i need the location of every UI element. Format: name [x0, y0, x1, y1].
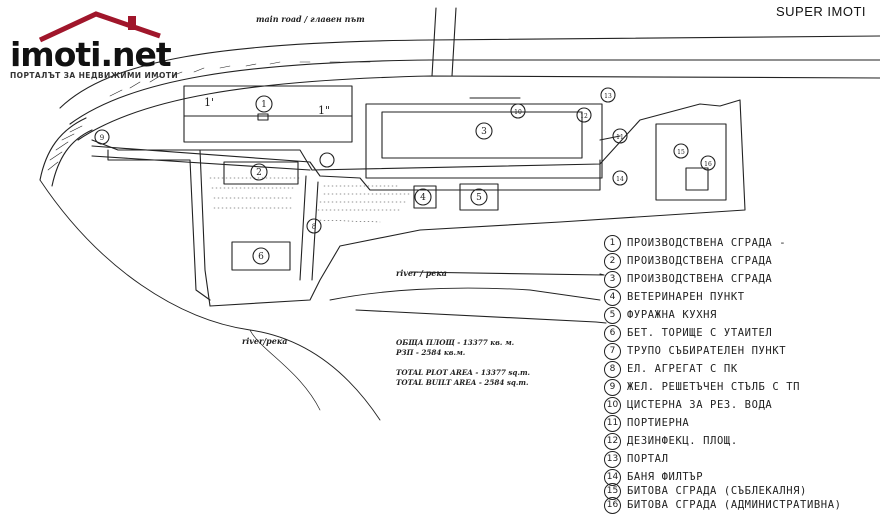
- river-line-2: [329, 287, 601, 301]
- building-6: [231, 241, 291, 271]
- building-2: [223, 161, 299, 185]
- building-4: [413, 185, 437, 209]
- legend-number: 4: [604, 288, 621, 306]
- building-3: [365, 103, 603, 179]
- legend-number: 3: [604, 270, 621, 288]
- legend-number: 11: [604, 414, 621, 432]
- plot-area-en: TOTAL PLOT AREA - 13377 sq.m.: [396, 368, 531, 377]
- legend-item: 6 БЕТ. ТОРИЩЕ С УТАИТЕЛ: [604, 324, 772, 342]
- legend-number: 10: [604, 396, 621, 414]
- legend-item: 1 ПРОИЗВОДСТВЕНА СГРАДА -: [604, 234, 786, 252]
- plot-area-bg: ОБЩА ПЛОЩ - 13377 кв. м.: [396, 338, 515, 347]
- river-label-1: river / река: [396, 268, 447, 278]
- legend-item: 13 ПОРТАЛ: [604, 450, 669, 468]
- legend-item: 3 ПРОИЗВОДСТВЕНА СГРАДА: [604, 270, 772, 288]
- legend-label: ПОРТАЛ: [627, 453, 669, 465]
- site-boundary: [91, 99, 746, 307]
- house-roof-icon: [38, 11, 161, 43]
- road-edge-outer: [59, 35, 880, 109]
- legend-label: БАНЯ ФИЛТЪР: [627, 471, 704, 483]
- logo-tld: .net: [100, 35, 171, 74]
- legend-label: ПОРТИЕРНА: [627, 417, 690, 429]
- legend-number: 2: [604, 252, 621, 270]
- marker-8: 8: [312, 223, 316, 231]
- legend-item: 10 ЦИСТЕРНА ЗА РЕЗ. ВОДА: [604, 396, 772, 414]
- road-label: main road / главен път: [256, 14, 365, 24]
- legend-label: ТРУПО СЪБИРАТЕЛЕН ПУНКТ: [627, 345, 787, 357]
- legend-label: ЕЛ. АГРЕГАТ С ПК: [627, 363, 738, 375]
- branch-road: [431, 7, 457, 77]
- marker-2: 2: [256, 168, 262, 178]
- legend-number: 13: [604, 450, 621, 468]
- legend-label: ЦИСТЕРНА ЗА РЕЗ. ВОДА: [627, 399, 773, 411]
- legend-label: БИТОВА СГРАДА (АДМИНИСТРАТИВНА): [627, 499, 842, 511]
- embankment: [39, 117, 93, 187]
- legend-item: 16 БИТОВА СГРАДА (АДМИНИСТРАТИВНА): [604, 496, 842, 514]
- legend-number: 6: [604, 324, 621, 342]
- road-edge-inner: [69, 59, 880, 125]
- legend-label: ПРОИЗВОДСТВЕНА СГРАДА: [627, 273, 773, 285]
- marker-13: 13: [604, 93, 612, 100]
- legend-item: 7 ТРУПО СЪБИРАТЕЛЕН ПУНКТ: [604, 342, 786, 360]
- legend-number: 8: [604, 360, 621, 378]
- building-5: [459, 183, 499, 211]
- marker-6: 6: [258, 252, 264, 262]
- imoti-logo[interactable]: imoti.net ПОРТАЛЪТ ЗА НЕДВИЖИМИ ИМОТИ: [8, 8, 178, 86]
- marker-5: 5: [476, 193, 482, 203]
- marker-10: 10: [514, 109, 522, 116]
- legend-item: 2 ПРОИЗВОДСТВЕНА СГРАДА: [604, 252, 772, 270]
- leader-line-6: [355, 309, 607, 324]
- legend-label: БЕТ. ТОРИЩЕ С УТАИТЕЛ: [627, 327, 773, 339]
- legend-number: 9: [604, 378, 621, 396]
- river-label-2: river/река: [242, 336, 287, 346]
- marker-12: 12: [580, 113, 588, 120]
- legend-label: БИТОВА СГРАДА (СЪБЛЕКАЛНЯ): [627, 485, 807, 497]
- marker-11: 11: [616, 134, 624, 141]
- building-1: [183, 85, 353, 143]
- legend-item: 12 ДЕЗИНФЕКЦ. ПЛОЩ.: [604, 432, 738, 450]
- legend-number: 16: [604, 496, 621, 514]
- site-boundary-inner: [107, 149, 211, 301]
- marker-4: 4: [420, 193, 426, 203]
- area-summary: ОБЩА ПЛОЩ - 13377 кв. м. РЗП - 2584 кв.м…: [396, 338, 530, 388]
- built-area-bg: РЗП - 2584 кв.м.: [396, 348, 466, 357]
- building-1b-label: 1": [318, 104, 330, 117]
- legend-label: ДЕЗИНФЕКЦ. ПЛОЩ.: [627, 435, 738, 447]
- legend-item: 4 ВЕТЕРИНАРЕН ПУНКТ: [604, 288, 745, 306]
- legend-label: ЖЕЛ. РЕШЕТЪЧЕН СТЪЛБ С ТП: [627, 381, 801, 393]
- logo-wordmark: imoti.net: [10, 35, 172, 74]
- legend-label: ВЕТЕРИНАРЕН ПУНКТ: [627, 291, 745, 303]
- building-15-16: [655, 123, 727, 201]
- legend-item: 8 ЕЛ. АГРЕГАТ С ПК: [604, 360, 738, 378]
- road-edge-inner-2: [77, 75, 880, 141]
- marker-9: 9: [100, 134, 104, 142]
- legend-number: 12: [604, 432, 621, 450]
- river-line: [39, 179, 381, 421]
- marker-16: 16: [704, 161, 712, 168]
- building-1a-label: 1': [204, 96, 214, 109]
- marker-14: 14: [616, 176, 624, 183]
- legend-label: ПРОИЗВОДСТВЕНА СГРАДА: [627, 255, 773, 267]
- legend-label: ФУРАЖНА КУХНЯ: [627, 309, 717, 321]
- marker-3: 3: [481, 127, 487, 137]
- legend-item: 5 ФУРАЖНА КУХНЯ: [604, 306, 717, 324]
- legend-item: 11 ПОРТИЕРНА: [604, 414, 689, 432]
- logo-tagline: ПОРТАЛЪТ ЗА НЕДВИЖИМИ ИМОТИ: [10, 71, 179, 80]
- logo-name: imoti: [10, 35, 101, 74]
- marker-1: 1: [261, 100, 267, 110]
- legend-number: 5: [604, 306, 621, 324]
- legend-item: 9 ЖЕЛ. РЕШЕТЪЧЕН СТЪЛБ С ТП: [604, 378, 800, 396]
- marker-15: 15: [677, 149, 685, 156]
- legend-number: 1: [604, 234, 621, 252]
- legend-number: 7: [604, 342, 621, 360]
- legend-label: ПРОИЗВОДСТВЕНА СГРАДА -: [627, 237, 787, 249]
- brand-watermark: SUPER IMOTI: [775, 4, 866, 19]
- built-area-en: TOTAL BUILT AREA - 2584 sq.m.: [396, 378, 529, 387]
- internal-road: [91, 145, 601, 191]
